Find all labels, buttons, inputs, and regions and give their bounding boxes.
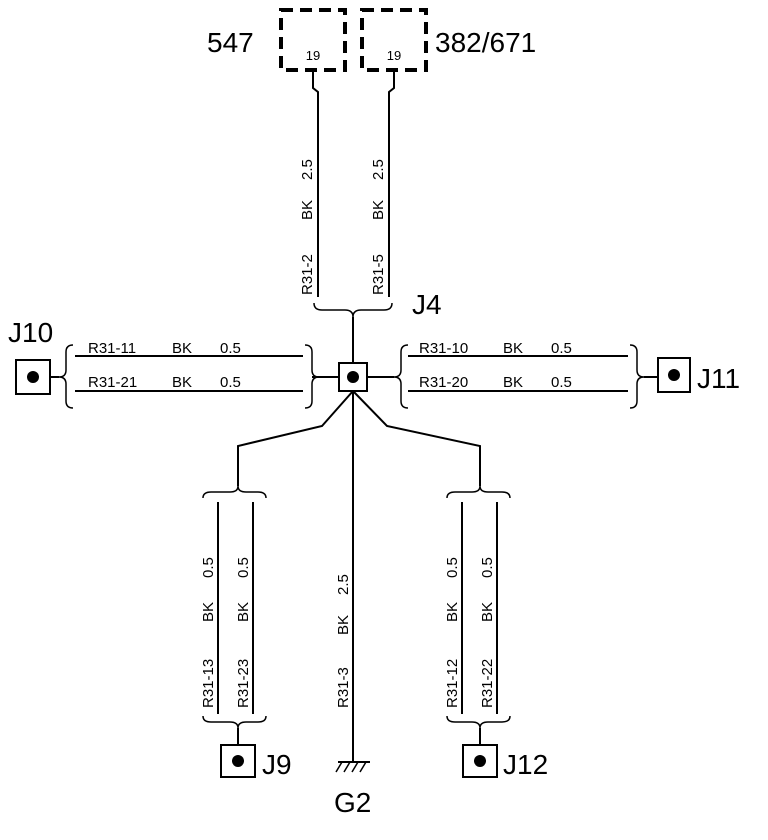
right-brace-right bbox=[629, 344, 645, 409]
ground-icon bbox=[335, 761, 370, 773]
wire-r31-2-size: 2.5 bbox=[299, 159, 316, 180]
wire-branch-left bbox=[237, 390, 354, 486]
node-j11-box[interactable] bbox=[657, 357, 691, 393]
wire-branch-right bbox=[352, 390, 481, 486]
node-j10-label: J10 bbox=[8, 317, 53, 348]
wire-r31-5-size: 2.5 bbox=[370, 159, 387, 180]
wire-r31-5-color: BK bbox=[370, 200, 387, 220]
wire-r31-3-color: BK bbox=[335, 615, 352, 635]
bottom-right-brace-bottom bbox=[446, 715, 511, 729]
splice-j4-dot bbox=[347, 371, 359, 383]
wire-r31-13-id: R31-13 bbox=[200, 659, 217, 708]
wire-r31-5[interactable] bbox=[388, 70, 395, 297]
wire-r31-3-size: 2.5 bbox=[335, 574, 352, 595]
node-j12-label: J12 bbox=[503, 749, 548, 780]
wire-r31-20-id: R31-20 bbox=[419, 374, 468, 391]
wire-r31-11-id: R31-11 bbox=[88, 340, 136, 357]
wire-r31-12-color: BK bbox=[444, 602, 461, 622]
connector-382-label: 382/671 bbox=[435, 27, 536, 58]
wire-r31-2[interactable] bbox=[312, 70, 319, 297]
wire-r31-21-color: BK bbox=[172, 374, 192, 391]
node-j9-box[interactable] bbox=[220, 744, 256, 778]
node-j9-dot bbox=[232, 755, 244, 767]
left-brace-left bbox=[58, 344, 74, 409]
wire-r31-10-size: 0.5 bbox=[551, 340, 572, 357]
wire-r31-12-size: 0.5 bbox=[444, 557, 461, 578]
bottom-right-brace-top bbox=[446, 485, 511, 499]
wire-r31-20-size: 0.5 bbox=[551, 374, 572, 391]
node-j11-dot bbox=[668, 369, 680, 381]
node-j10-box[interactable] bbox=[15, 359, 51, 395]
wire-r31-3-id: R31-3 bbox=[335, 667, 352, 708]
bottom-left-brace-bottom bbox=[202, 715, 267, 729]
node-j12-dot bbox=[474, 755, 486, 767]
wire-r31-22-id: R31-22 bbox=[479, 659, 496, 708]
bottom-left-brace-top bbox=[202, 485, 267, 499]
wire-r31-10-id: R31-10 bbox=[419, 340, 468, 357]
wire-r31-23-size: 0.5 bbox=[235, 557, 252, 578]
wire-r31-10-color: BK bbox=[503, 340, 523, 357]
wire-r31-11-size: 0.5 bbox=[220, 340, 241, 357]
node-j10-dot bbox=[27, 371, 39, 383]
wire-r31-5-id: R31-5 bbox=[370, 254, 387, 295]
splice-j4-label: J4 bbox=[412, 289, 442, 320]
node-j12-box[interactable] bbox=[462, 744, 498, 778]
left-brace-right bbox=[304, 344, 320, 409]
wire-r31-2-color: BK bbox=[299, 200, 316, 220]
pin-547-label: 19 bbox=[306, 48, 320, 63]
wire-r31-2-id: R31-2 bbox=[299, 254, 316, 295]
top-brace bbox=[313, 302, 393, 318]
ground-g2-label: G2 bbox=[334, 787, 371, 818]
wire-r31-21-id: R31-21 bbox=[88, 374, 137, 391]
wire-r31-13-color: BK bbox=[200, 602, 217, 622]
wire-r31-13-size: 0.5 bbox=[200, 557, 217, 578]
wire-r31-11-color: BK bbox=[172, 340, 192, 357]
node-j11-label: J11 bbox=[697, 363, 740, 394]
wire-r31-23-color: BK bbox=[235, 602, 252, 622]
wire-r31-21-size: 0.5 bbox=[220, 374, 241, 391]
wire-r31-22-size: 0.5 bbox=[479, 557, 496, 578]
wire-r31-23-id: R31-23 bbox=[235, 659, 252, 708]
wire-r31-20-color: BK bbox=[503, 374, 523, 391]
right-brace-left bbox=[393, 344, 409, 409]
wire-r31-22-color: BK bbox=[479, 602, 496, 622]
pin-382-label: 19 bbox=[387, 48, 401, 63]
connector-547-label: 547 bbox=[207, 27, 254, 58]
node-j9-label: J9 bbox=[262, 749, 292, 780]
wire-r31-12-id: R31-12 bbox=[444, 659, 461, 708]
